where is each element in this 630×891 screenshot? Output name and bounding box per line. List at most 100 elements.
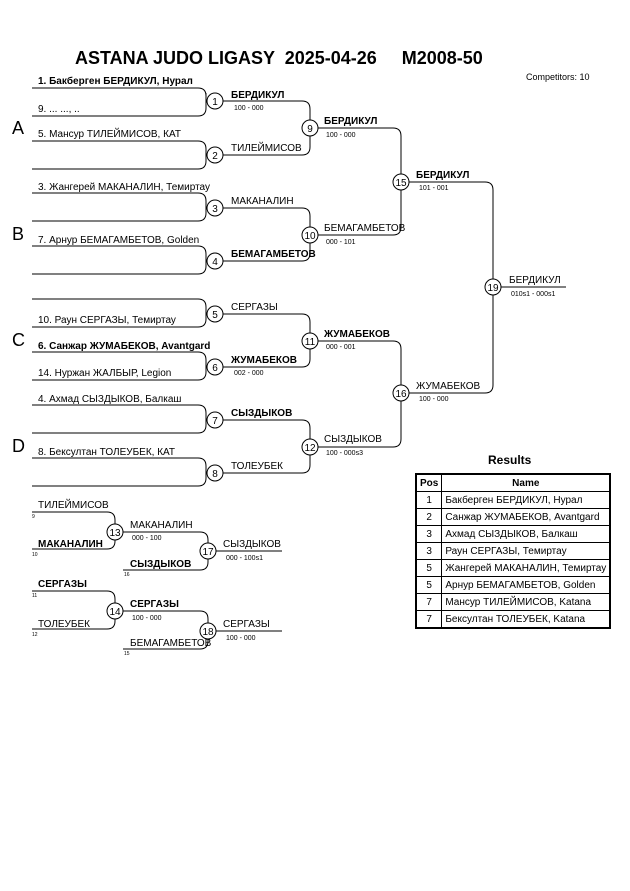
- match-4-winner: БЕМАГАМБЕТОВ: [231, 249, 316, 260]
- entry-2: 9. ... ..., ..: [38, 104, 80, 115]
- rep-entry-1: ТИЛЕЙМИСОВ: [38, 498, 109, 511]
- match-1-score: 100 - 000: [234, 105, 264, 112]
- result-name: Арнур БЕМАГАМБЕТОВ, Golden: [441, 576, 611, 594]
- rep-entry-5: СЫЗДЫКОВ: [130, 559, 191, 570]
- match-number-2: 2: [212, 151, 218, 162]
- result-name: Раун СЕРГАЗЫ, Темиртау: [441, 542, 611, 560]
- results-title: Results: [488, 453, 532, 467]
- entry-11: 4. Ахмад СЫЗДЫКОВ, Балкаш: [38, 394, 181, 405]
- rep-match-14-winner: СЕРГАЗЫ: [130, 599, 179, 610]
- match-number-17: 17: [202, 547, 214, 558]
- match-10-score: 000 - 101: [326, 239, 356, 246]
- results-header-name: Name: [441, 473, 611, 492]
- match-number-9: 9: [307, 124, 313, 135]
- pool-letter-b: B: [12, 224, 24, 244]
- repechage-lines: [32, 511, 282, 650]
- match-1-winner: БЕРДИКУЛ: [231, 90, 284, 101]
- match-19-score: 010s1 - 000s1: [511, 291, 555, 298]
- result-pos: 3: [415, 542, 443, 560]
- round1-lines: [32, 87, 214, 487]
- result-pos: 7: [415, 610, 443, 629]
- rep-entry-4: ТОЛЕУБЕК: [38, 619, 90, 630]
- result-pos: 3: [415, 525, 443, 543]
- match-15-winner: БЕРДИКУЛ: [416, 170, 469, 181]
- match-number-11: 11: [305, 337, 316, 348]
- match-number-8: 8: [212, 469, 218, 480]
- rep-entry-2-ref: 10: [32, 552, 38, 558]
- round1-results: БЕРДИКУЛ 100 - 000 ТИЛЕЙМИСОВ МАКАНАЛИН …: [230, 90, 316, 472]
- match-number-1: 1: [212, 97, 218, 108]
- match-number-4: 4: [212, 257, 218, 268]
- match-number-7: 7: [212, 416, 218, 427]
- match-6-score: 002 - 000: [234, 370, 264, 377]
- rep-match-13-winner: МАКАНАЛИН: [130, 520, 193, 531]
- match-number-15: 15: [395, 178, 407, 189]
- repechage-section: ТИЛЕЙМИСОВ 9 МАКАНАЛИН 10 МАКАНАЛИН 000 …: [32, 498, 281, 657]
- results-header-pos: Pos: [415, 473, 443, 492]
- pool-letter-c: C: [12, 330, 25, 350]
- result-pos: 7: [415, 593, 443, 611]
- rep-match-18-winner: СЕРГАЗЫ: [223, 619, 270, 630]
- result-name: Жангерей МАКАНАЛИН, Темиртау: [441, 559, 611, 577]
- match-number-12: 12: [304, 443, 316, 454]
- entry-5: 3. Жангерей МАКАНАЛИН, Темиртау: [38, 182, 210, 193]
- match-10-winner: БЕМАГАМБЕТОВ: [324, 223, 406, 234]
- pool-letter-a: A: [12, 118, 24, 138]
- rep-entry-6-ref: 15: [124, 651, 130, 657]
- result-name: Бексултан ТОЛЕУБЕК, Katana: [441, 610, 611, 629]
- match-3-winner: МАКАНАЛИН: [231, 196, 294, 207]
- round2-lines: [222, 100, 311, 474]
- match-8-winner: ТОЛЕУБЕК: [231, 461, 283, 472]
- pool-letter-d: D: [12, 436, 25, 456]
- match-number-10: 10: [304, 231, 316, 242]
- match-number-circles: 1 2 3 4 5 6 7 8 9 10 11 12 15 16 19 13 1…: [106, 92, 502, 640]
- rep-match-17-winner: СЫЗДЫКОВ: [223, 539, 281, 550]
- match-number-18: 18: [202, 627, 214, 638]
- rep-match-13-score: 000 - 100: [132, 535, 162, 542]
- rep-entry-4-ref: 12: [32, 632, 38, 638]
- competitors-count: Competitors: 10: [526, 72, 590, 82]
- match-11-score: 000 - 001: [326, 344, 356, 351]
- match-number-16: 16: [395, 389, 407, 400]
- match-number-5: 5: [212, 310, 218, 321]
- rep-entry-3-ref: 11: [32, 593, 37, 599]
- match-7-winner: СЫЗДЫКОВ: [231, 408, 292, 419]
- result-pos: 5: [415, 576, 443, 594]
- match-16-winner: ЖУМАБЕКОВ: [416, 381, 481, 392]
- entry-6: 7. Арнур БЕМАГАМБЕТОВ, Golden: [38, 235, 199, 246]
- rep-entry-3: СЕРГАЗЫ: [38, 579, 87, 590]
- rep-entry-6: БЕМАГАМБЕТОВ: [130, 638, 212, 649]
- entry-8: 10. Раун СЕРГАЗЫ, Темиртау: [38, 315, 176, 326]
- final-results: БЕРДИКУЛ 101 - 001 ЖУМАБЕКОВ 100 - 000 Б…: [416, 170, 561, 403]
- rep-match-17-score: 000 - 100s1: [226, 555, 263, 562]
- rep-entry-1-ref: 9: [32, 514, 35, 520]
- match-5-winner: СЕРГАЗЫ: [231, 302, 278, 313]
- entry-1: 1. Бакберген БЕРДИКУЛ, Нурал: [38, 75, 193, 87]
- match-11-winner: ЖУМАБЕКОВ: [323, 329, 390, 340]
- match-19-winner: БЕРДИКУЛ: [509, 275, 561, 286]
- match-9-score: 100 - 000: [326, 132, 356, 139]
- match-2-winner: ТИЛЕЙМИСОВ: [231, 141, 302, 154]
- rep-match-14-score: 100 - 000: [132, 615, 162, 622]
- rep-entry-5-ref: 16: [124, 572, 130, 578]
- result-pos: 5: [415, 559, 443, 577]
- match-number-6: 6: [212, 363, 218, 374]
- match-number-13: 13: [109, 528, 121, 539]
- match-number-3: 3: [212, 204, 218, 215]
- entry-list: 1. Бакберген БЕРДИКУЛ, Нурал 9. ... ...,…: [38, 75, 210, 458]
- entry-12: 8. Бексултан ТОЛЕУБЕК, КАТ: [38, 447, 175, 458]
- match-12-score: 100 - 000s3: [326, 450, 363, 457]
- round2-results: БЕРДИКУЛ 100 - 000 БЕМАГАМБЕТОВ 000 - 10…: [323, 116, 406, 457]
- result-name: Мансур ТИЛЕЙМИСОВ, Katana: [441, 593, 611, 611]
- match-6-winner: ЖУМАБЕКОВ: [230, 355, 297, 366]
- result-name: Санжар ЖУМАБЕКОВ, Avantgard: [441, 508, 611, 526]
- result-name: Ахмад СЫЗДЫКОВ, Балкаш: [441, 525, 611, 543]
- match-12-winner: СЫЗДЫКОВ: [324, 434, 382, 445]
